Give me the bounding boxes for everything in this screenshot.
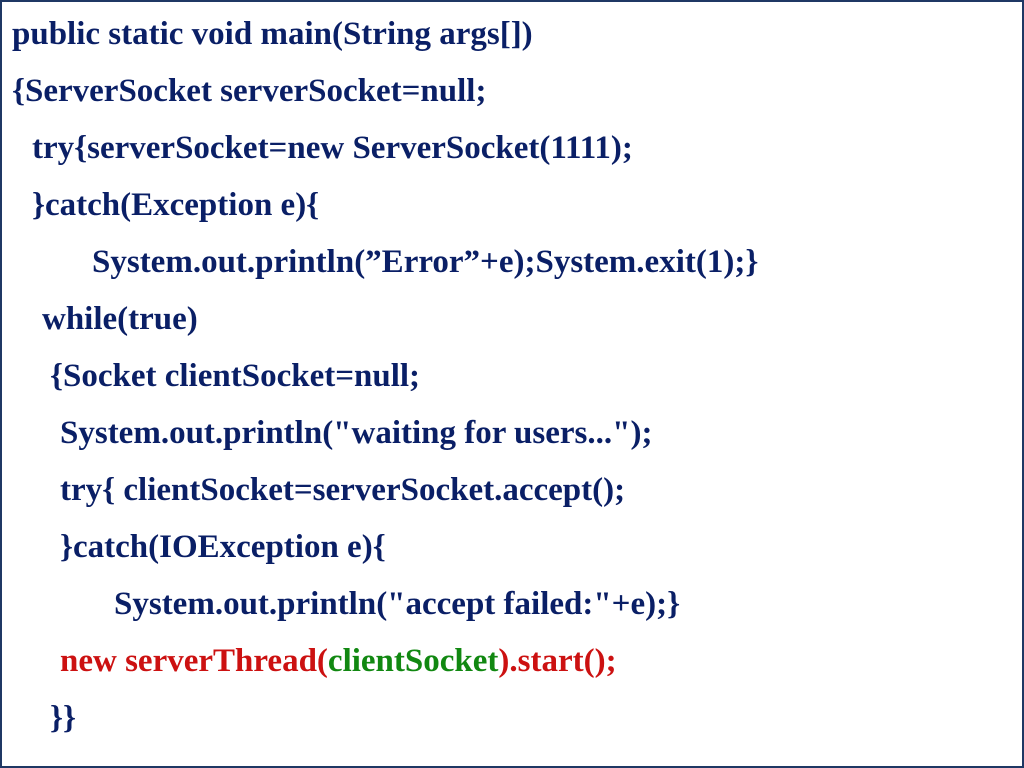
code-segment-start-call: ).start(); [498, 643, 617, 679]
code-segment-client-socket: clientSocket [327, 643, 499, 679]
code-line-13: }} [50, 700, 77, 736]
code-line-1: public static void main(String args[]) [12, 16, 533, 52]
code-line-4: }catch(Exception e){ [32, 187, 320, 223]
code-line-7: {Socket clientSocket=null; [50, 358, 421, 394]
code-line-11: System.out.println("accept failed:"+e);} [114, 586, 681, 622]
code-line-8: System.out.println("waiting for users...… [60, 415, 653, 451]
code-line-2: {ServerSocket serverSocket=null; [12, 73, 487, 109]
code-line-5: System.out.println(”Error”+e);System.exi… [92, 244, 759, 280]
code-segment-new-server-thread: new serverThread( [60, 643, 328, 679]
code-line-9: try{ clientSocket=serverSocket.accept(); [60, 472, 626, 508]
code-line-6: while(true) [42, 301, 198, 337]
code-line-3: try{serverSocket=new ServerSocket(1111); [32, 130, 633, 166]
code-line-10: }catch(IOException e){ [60, 529, 386, 565]
code-line-12: new serverThread(clientSocket).start(); [60, 641, 617, 681]
